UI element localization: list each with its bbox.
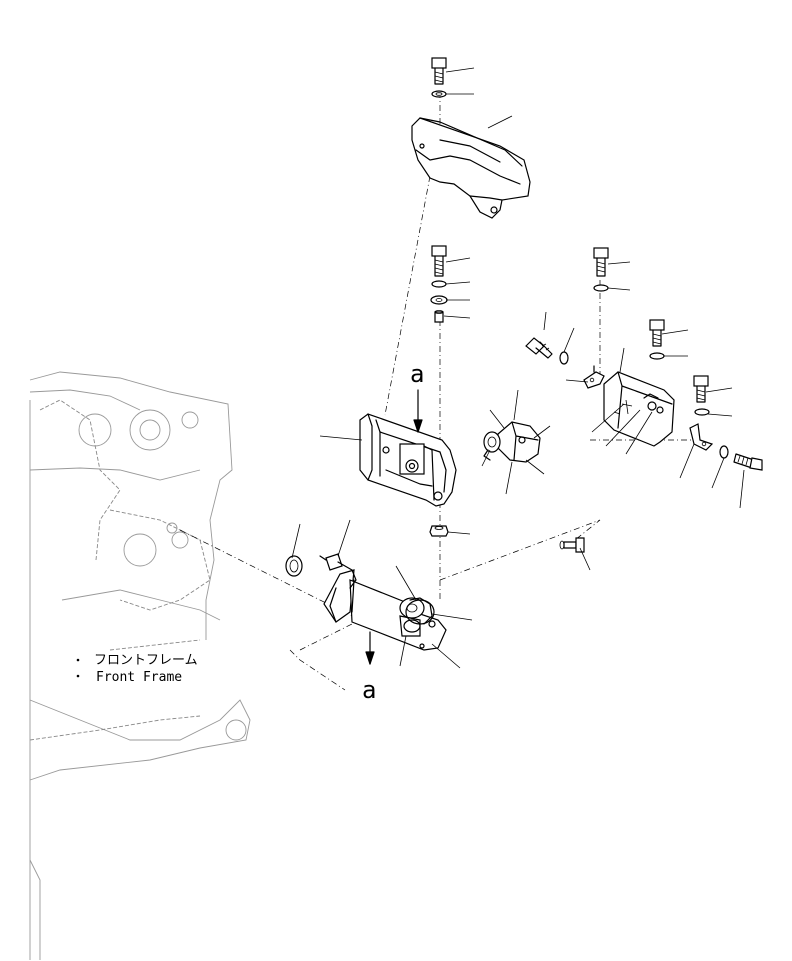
sensor-connector xyxy=(319,553,357,589)
mount-bracket xyxy=(323,569,447,651)
seal-ring xyxy=(285,555,303,577)
diagonal-bolt-left xyxy=(525,337,569,365)
view-arrow-top xyxy=(413,389,423,433)
front-frame-ghost xyxy=(29,371,251,960)
frame-label-dot xyxy=(76,658,80,662)
view-mark-bottom: a xyxy=(362,676,376,704)
leader-lines xyxy=(291,67,745,669)
cover-bolt xyxy=(431,57,447,98)
frame-label-en: Front Frame xyxy=(96,670,182,685)
box-bracket-left xyxy=(583,365,605,389)
small-bolt xyxy=(559,537,585,553)
box-bolt-1 xyxy=(593,247,609,292)
frame-label-jp: フロントフレーム xyxy=(94,653,198,668)
view-arrow-bottom xyxy=(365,631,375,665)
box-bolt-3 xyxy=(693,375,710,416)
frame-label-dot xyxy=(76,674,80,678)
frame-nut xyxy=(429,525,449,537)
view-mark-top: a xyxy=(410,360,424,388)
guard-frame xyxy=(359,413,457,507)
top-cover xyxy=(411,117,531,219)
diagonal-bolt-right xyxy=(719,445,763,471)
control-box xyxy=(603,371,675,447)
box-bolt-2 xyxy=(649,319,665,360)
lamp-unit xyxy=(483,421,541,463)
center-bolt-stack xyxy=(430,245,448,323)
